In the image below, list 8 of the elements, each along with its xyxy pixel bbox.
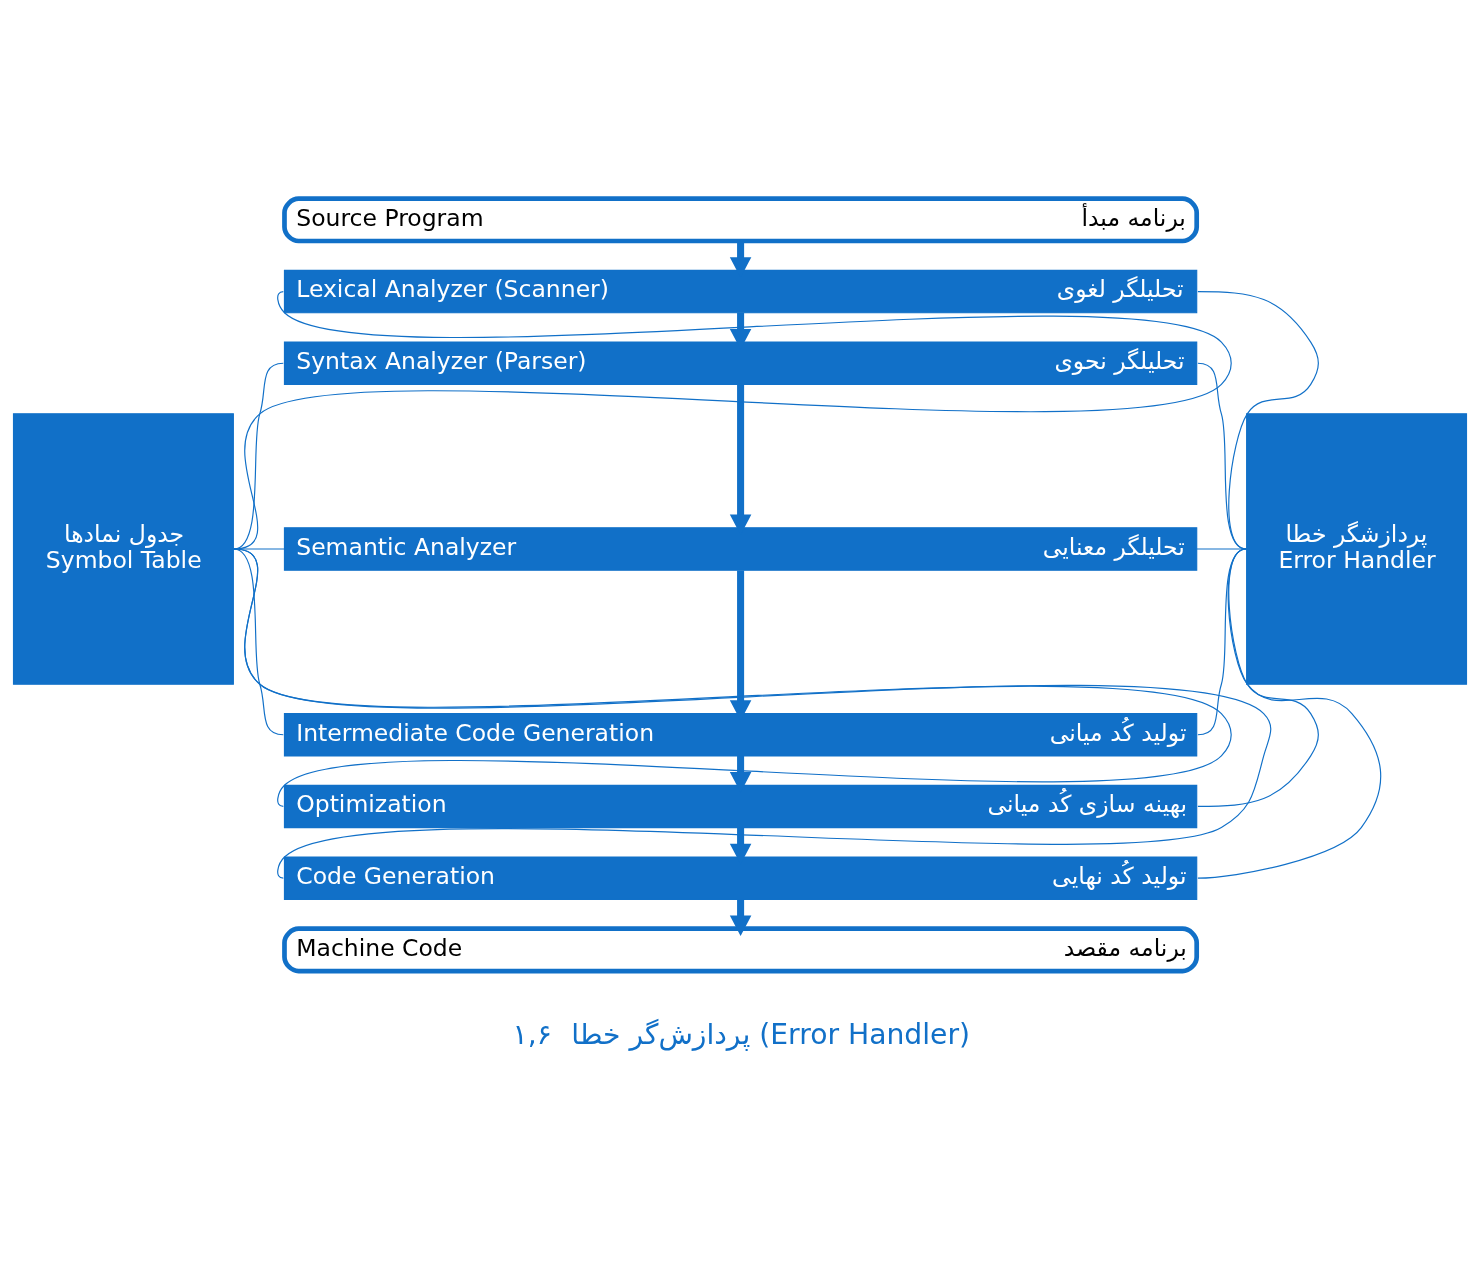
label: ۱,۶ [512,1017,552,1051]
connector [1197,547,1319,807]
label: پردازش‌گر خطا (Error Handler) [571,1017,971,1051]
connector [233,290,1232,550]
connector [1197,290,1319,550]
arrow [729,898,752,936]
connector [1197,547,1382,879]
connector [233,362,284,550]
